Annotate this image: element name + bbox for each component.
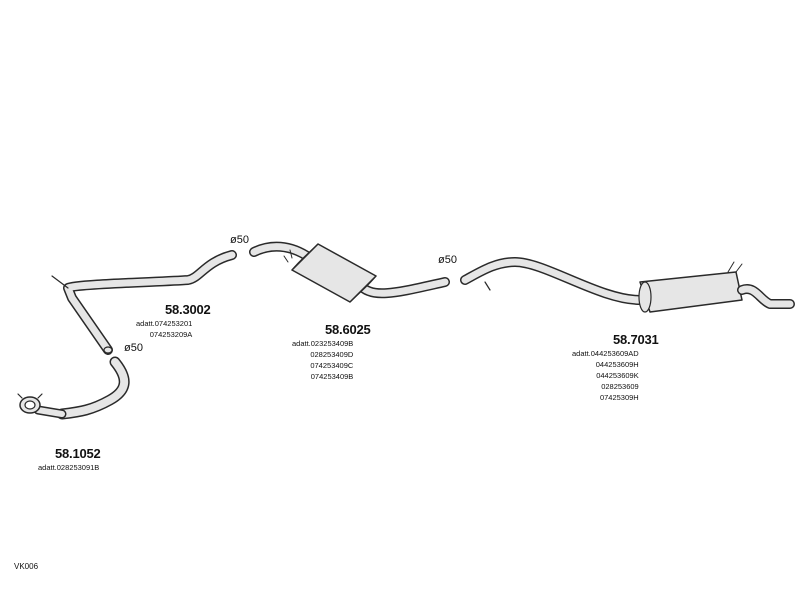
part-label-58-6025: 58.6025	[325, 322, 371, 337]
part-label-58-7031: 58.7031	[613, 332, 659, 347]
adaptation-code: 074253409B	[310, 372, 354, 381]
adaptation-list: adatt.074253201 074253209A	[136, 318, 192, 340]
adaptation-code: adatt.074253201	[136, 319, 193, 328]
drawing-code: VK006	[14, 562, 39, 571]
diameter-label: ø50	[230, 234, 249, 246]
part-number: 58.6025	[325, 322, 371, 337]
adaptation-code: 07425309H	[599, 393, 639, 402]
diameter-label: ø50	[438, 254, 457, 266]
part-label-58-1052: 58.1052	[55, 446, 101, 461]
diameter-label: ø50	[124, 342, 143, 354]
part-number: 58.1052	[55, 446, 101, 461]
adaptation-code: 044253609K	[596, 371, 639, 380]
adaptation-list: adatt.023253409B 028253409D 074253409C 0…	[292, 338, 353, 382]
adaptation-code: 028253409D	[310, 350, 354, 359]
part-number: 58.3002	[165, 302, 211, 317]
rear-muffler-58-7031	[460, 257, 795, 313]
center-muffler-58-6025	[249, 241, 450, 303]
part-number: 58.7031	[613, 332, 659, 347]
adaptation-code: 044253609H	[595, 360, 639, 369]
adaptation-code: adatt.044253609AD	[572, 349, 639, 358]
adaptation-list: adatt.028253091B	[38, 462, 99, 473]
adaptation-code: 074253209A	[149, 330, 193, 339]
adaptation-code: 028253609	[601, 382, 639, 391]
adaptation-code: adatt.023253409B	[292, 339, 354, 348]
front-pipe-58-1052	[17, 356, 130, 420]
adaptation-code: 074253409C	[310, 361, 354, 370]
part-label-58-3002: 58.3002	[165, 302, 211, 317]
adaptation-list: adatt.044253609AD 044253609H 044253609K …	[572, 348, 639, 403]
adaptation-code: adatt.028253091B	[38, 463, 100, 472]
intermediate-pipe-58-3002	[51, 250, 237, 355]
